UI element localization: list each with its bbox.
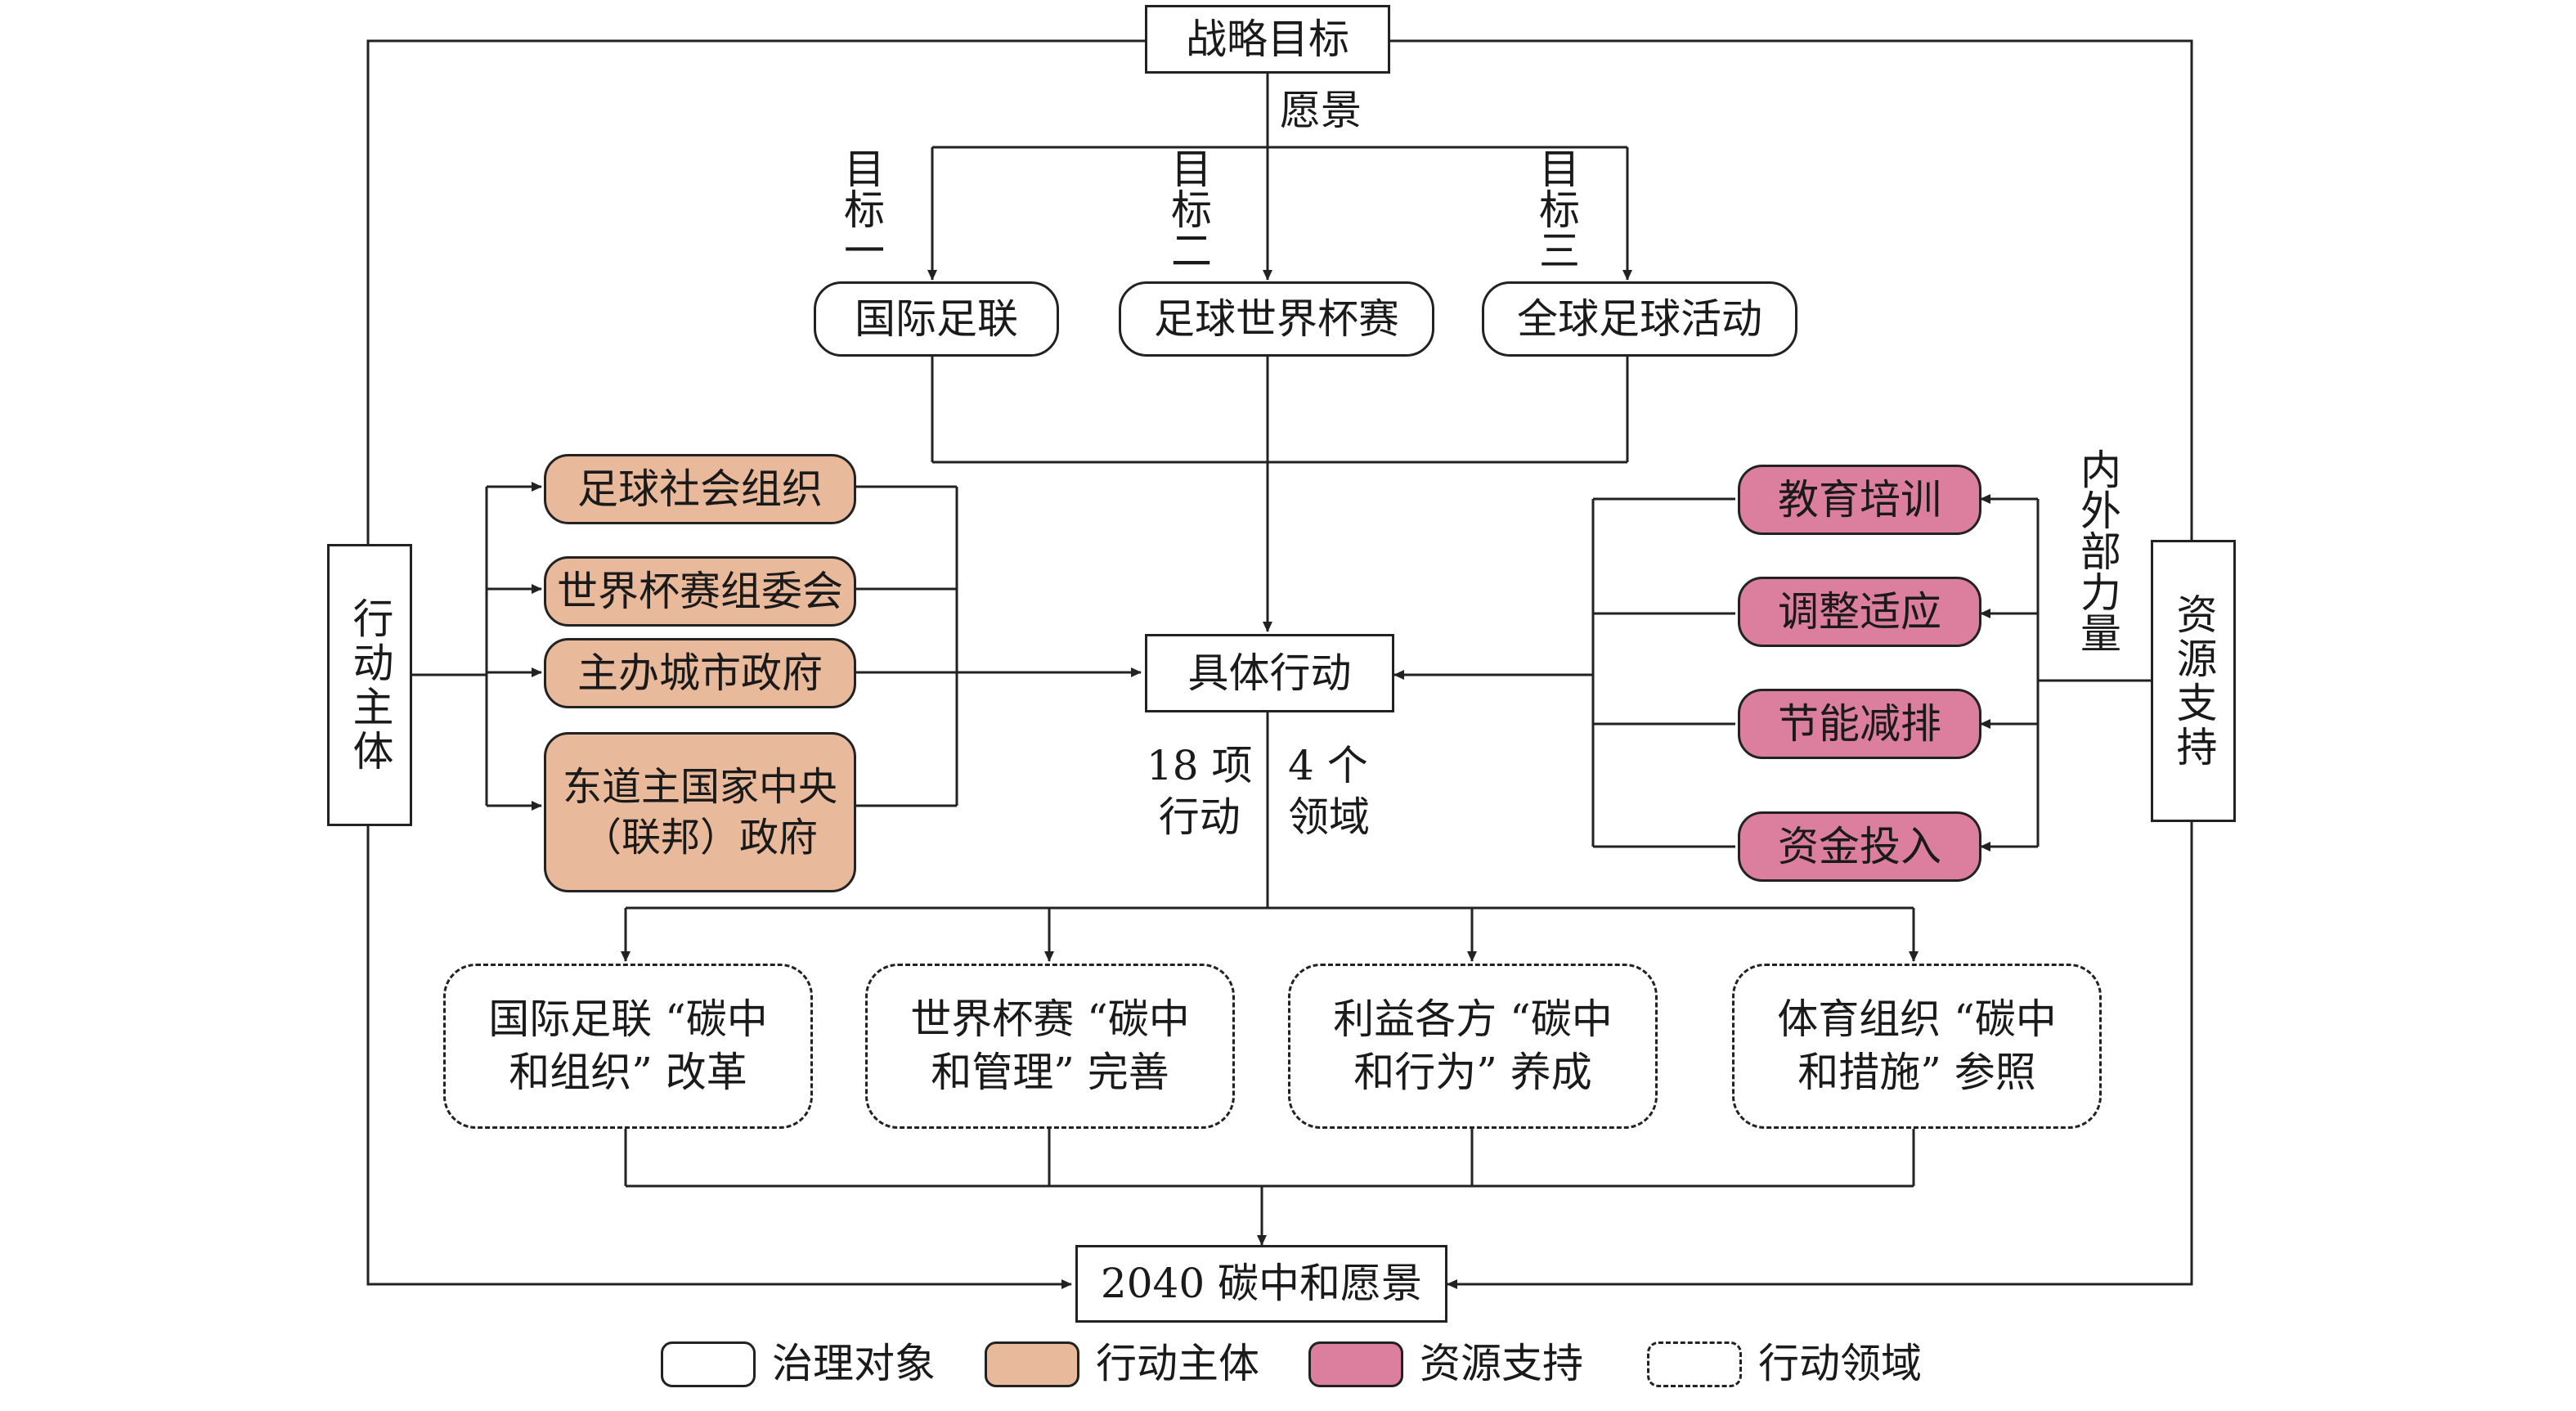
legend-swatch-actor [985,1341,1079,1387]
actor-host-central-government: 东道主国家中央 （联邦）政府 [544,732,856,892]
legend-label-action-domain: 行动领域 [1758,1340,1922,1387]
legend-label-actor: 行动主体 [1096,1340,1259,1387]
actor-world-cup-committee: 世界杯赛组委会 [544,556,856,627]
resource-energy-saving: 节能减排 [1738,689,1981,759]
legend-label-governance-object: 治理对象 [772,1340,936,1387]
resources-title-box: 资源支持 [2151,540,2236,822]
resource-education-training: 教育培训 [1738,465,1981,535]
vision-label: 愿景 [1280,87,1362,134]
actor-football-social-org: 足球社会组织 [544,454,856,524]
target-three-label: 目标三 [1533,147,1580,270]
actors-title-box: 行动主体 [327,544,412,826]
strategic-goal-box: 战略目标 [1145,5,1390,74]
legend: 治理对象 行动主体 资源支持 行动领域 [661,1333,1928,1399]
actions-count-label: 18 项 行动 [1147,742,1253,841]
domain-stakeholder-behavior: 利益各方 “碳中 和行为” 养成 [1288,964,1658,1129]
resource-adjustment-adaptation: 调整适应 [1738,577,1981,647]
legend-label-resource: 资源支持 [1420,1340,1583,1387]
legend-swatch-governance-object [661,1341,756,1387]
domain-world-cup-management: 世界杯赛 “碳中 和管理” 完善 [865,964,1235,1129]
target-one-label: 目标一 [837,147,885,270]
node-world-cup: 足球世界杯赛 [1119,281,1434,357]
node-fifa: 国际足联 [814,281,1059,357]
domain-fifa-reform: 国际足联 “碳中 和组织” 改革 [443,964,813,1129]
internal-external-forces-label: 内外部力量 [2074,448,2121,653]
target-two-label: 目标二 [1165,147,1212,270]
domains-count-label: 4 个 领域 [1288,742,1370,841]
legend-swatch-resource [1308,1341,1403,1387]
resource-funding: 资金投入 [1738,811,1981,882]
node-global-football: 全球足球活动 [1482,281,1797,357]
concrete-action-box: 具体行动 [1145,634,1394,712]
vision-2040-box: 2040 碳中和愿景 [1075,1245,1447,1323]
domain-sports-org-reference: 体育组织 “碳中 和措施” 参照 [1732,964,2102,1129]
legend-swatch-action-domain [1647,1341,1742,1387]
actor-host-city-government: 主办城市政府 [544,638,856,708]
